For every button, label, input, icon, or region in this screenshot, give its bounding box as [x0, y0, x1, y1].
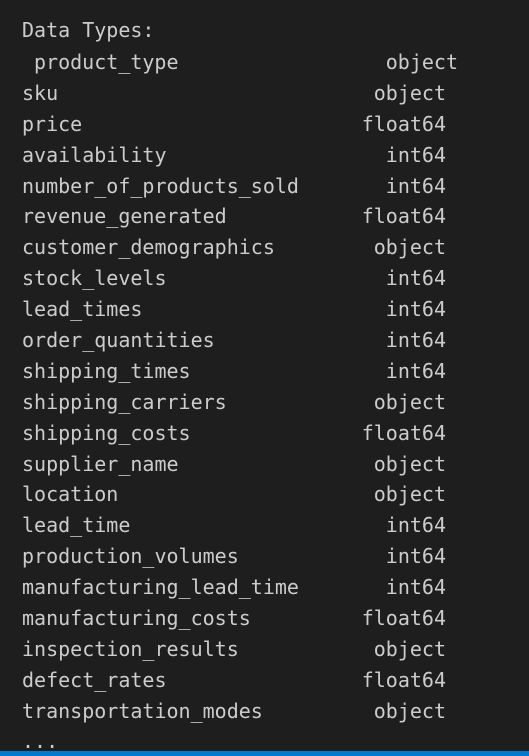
dtypes-header: Data Types: — [22, 18, 155, 42]
column-dtype: int64 — [385, 328, 446, 353]
column-dtype: int64 — [385, 266, 446, 291]
column-name: shipping_times — [22, 358, 191, 383]
column-dtype: float64 — [361, 204, 446, 229]
column-dtype: float64 — [361, 420, 446, 445]
column-name: manufacturing_costs — [22, 606, 251, 631]
dtype-row: production_volumes int64 — [0, 541, 529, 572]
dtype-row: shipping_times int64 — [0, 356, 529, 387]
column-name: shipping_costs — [22, 420, 191, 445]
column-dtype: float64 — [361, 111, 446, 136]
dtype-row: price float64 — [0, 109, 529, 140]
column-dtype: object — [373, 636, 446, 661]
column-dtype: int64 — [385, 544, 446, 569]
dtype-row: shipping_costs float64 — [0, 418, 529, 449]
dtype-row: availability int64 — [0, 140, 529, 171]
dtype-row: location object — [0, 479, 529, 510]
clipped-previous-line: ▔▔▔▔▔▔▔▔▔ ▔▔▔ ▔ ▔ ▔ — [0, 0, 529, 12]
dtype-row: defect_rates float64 — [0, 665, 529, 696]
column-dtype: float64 — [361, 667, 446, 692]
status-bar — [0, 751, 529, 756]
column-name: lead_times — [22, 297, 143, 322]
column-name: price — [22, 111, 83, 136]
dtype-row: inspection_results object — [0, 634, 529, 665]
dtype-row: manufacturing_costs float64 — [0, 603, 529, 634]
dtype-row: shipping_carriers object — [0, 387, 529, 418]
column-name: sku — [22, 80, 59, 105]
column-name: stock_levels — [22, 266, 167, 291]
dtype-row: product_type object — [0, 47, 529, 78]
column-dtype: int64 — [385, 142, 446, 167]
column-name: defect_rates — [22, 667, 167, 692]
column-dtype: object — [373, 482, 446, 507]
column-dtype: object — [373, 698, 446, 723]
truncation-ellipsis: ... — [22, 729, 59, 753]
column-dtype: int64 — [385, 575, 446, 600]
dtype-row: supplier_name object — [0, 449, 529, 480]
column-name: shipping_carriers — [22, 389, 227, 414]
column-dtype: object — [373, 451, 446, 476]
column-name: number_of_products_sold — [22, 173, 299, 198]
column-name: manufacturing_lead_time — [22, 575, 299, 600]
dtype-row: lead_time int64 — [0, 510, 529, 541]
column-dtype: object — [373, 235, 446, 260]
dtype-row: lead_times int64 — [0, 294, 529, 325]
column-name: lead_time — [22, 513, 131, 538]
dtype-row: order_quantities int64 — [0, 325, 529, 356]
column-dtype: object — [373, 389, 446, 414]
column-name: order_quantities — [22, 328, 215, 353]
dtype-row: stock_levels int64 — [0, 263, 529, 294]
column-dtype: object — [385, 50, 458, 74]
column-name: availability — [22, 142, 167, 167]
column-name: inspection_results — [22, 636, 239, 661]
dtype-row: sku object — [0, 78, 529, 109]
dtype-row: transportation_modes object — [0, 696, 529, 727]
column-dtype: object — [373, 80, 446, 105]
column-dtype: int64 — [385, 358, 446, 383]
column-name: revenue_generated — [22, 204, 227, 229]
column-dtype: int64 — [385, 173, 446, 198]
column-name: customer_demographics — [22, 235, 275, 260]
column-dtype: float64 — [361, 606, 446, 631]
column-dtype: int64 — [385, 513, 446, 538]
column-dtype: int64 — [385, 297, 446, 322]
column-name: supplier_name — [22, 451, 179, 476]
dtype-row: revenue_generated float64 — [0, 201, 529, 232]
column-name: production_volumes — [22, 544, 239, 569]
dtype-row: customer_demographics object — [0, 232, 529, 263]
dtype-row: number_of_products_sold int64 — [0, 171, 529, 202]
column-name: product_type — [34, 50, 179, 74]
column-name: location — [22, 482, 119, 507]
dtype-row: manufacturing_lead_time int64 — [0, 572, 529, 603]
column-name: transportation_modes — [22, 698, 263, 723]
